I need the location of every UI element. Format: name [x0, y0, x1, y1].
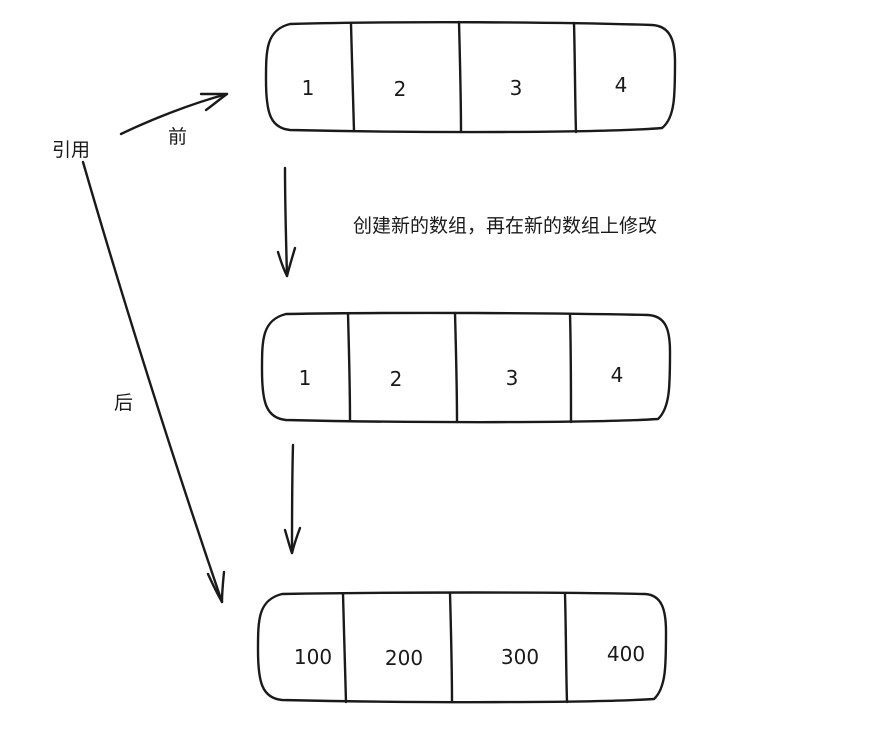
after-label: 后 [114, 392, 133, 414]
array-box-2-cell-4: 4 [611, 363, 624, 387]
arrow-down-1-head [276, 246, 297, 278]
array-box-3-cell-4: 400 [607, 642, 645, 666]
array-box-2-cell-3: 3 [506, 366, 519, 390]
array-box-1-divider-1 [349, 22, 356, 133]
array-box-1-cell-4: 4 [615, 73, 628, 97]
arrow-down-1-shaft [283, 166, 289, 278]
arrow-down-2 [283, 443, 302, 555]
arrow-reference-before-head [199, 92, 229, 112]
reference-label: 引用 [52, 139, 90, 161]
array-box-3-cell-1: 100 [294, 645, 332, 669]
array-box-3-divider-2 [448, 591, 454, 704]
array-box-1-cell-1: 1 [302, 76, 315, 100]
array-box-3-cell-3: 300 [501, 645, 539, 669]
arrow-reference-before [119, 92, 229, 136]
copy-note-text: 创建新的数组，再在新的数组上修改 [353, 215, 657, 237]
array-box-2-cell-2: 2 [390, 367, 403, 391]
array-box-3-divider-1 [341, 592, 348, 704]
array-box-2-divider-3 [568, 312, 573, 424]
array-box-3: 100 200 300 400 [256, 591, 668, 704]
array-box-1: 1 2 3 4 [264, 20, 677, 134]
arrow-down-1 [276, 166, 297, 278]
array-box-1-outline [264, 20, 677, 134]
before-label: 前 [168, 126, 187, 148]
array-box-2-outline [260, 311, 672, 424]
array-box-1-cell-2: 2 [394, 77, 407, 101]
arrow-down-2-shaft [290, 443, 295, 555]
arrow-down-2-head [283, 526, 302, 555]
array-box-2: 1 2 3 4 [260, 311, 672, 424]
array-box-3-cell-2: 200 [385, 646, 423, 670]
array-box-1-divider-3 [572, 21, 578, 134]
array-box-2-divider-2 [453, 311, 459, 424]
arrow-reference-after [81, 160, 226, 604]
arrow-reference-after-head [206, 570, 226, 604]
array-box-2-divider-1 [346, 312, 352, 423]
arrow-reference-before-shaft [119, 92, 229, 136]
array-box-3-divider-3 [563, 592, 569, 704]
array-box-2-cell-1: 1 [299, 366, 312, 390]
arrow-reference-after-shaft [81, 160, 224, 604]
array-box-1-divider-2 [457, 20, 463, 134]
array-box-1-cell-3: 3 [510, 76, 523, 100]
array-box-3-outline [256, 591, 668, 704]
